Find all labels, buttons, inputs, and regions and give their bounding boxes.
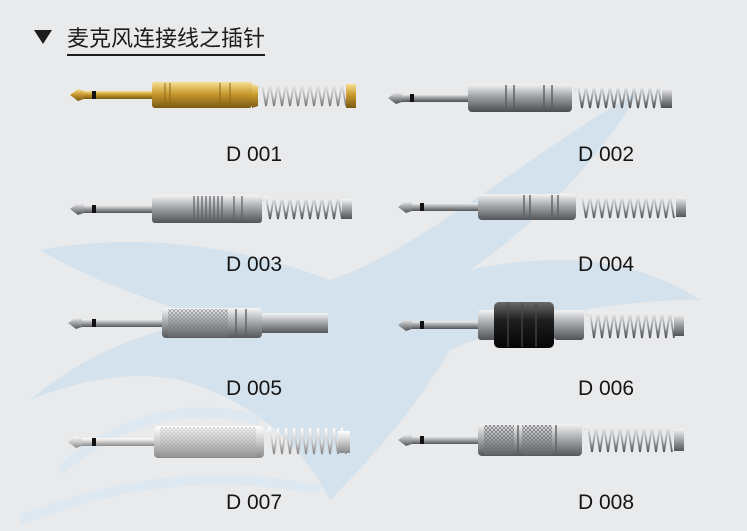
product-code-label: D 003 bbox=[226, 253, 283, 276]
product-code-label: D 008 bbox=[578, 491, 635, 514]
product-code-label: D 005 bbox=[226, 377, 283, 400]
jack-plug-d005-image bbox=[68, 308, 328, 338]
product-code-label: D 006 bbox=[578, 377, 635, 400]
triangle-bullet-icon bbox=[34, 30, 52, 44]
jack-plug-d003-image bbox=[70, 195, 352, 223]
section-heading: 麦克风连接线之插针 bbox=[34, 27, 266, 56]
jack-plug-d002-image bbox=[388, 84, 672, 112]
product-code-label: D 002 bbox=[578, 143, 635, 166]
jack-plug-d008-image bbox=[398, 424, 684, 456]
section-title: 麦克风连接线之插针 bbox=[67, 27, 266, 56]
jack-plug-d001-image bbox=[70, 82, 356, 108]
jack-plug-d004-image bbox=[398, 194, 686, 220]
product-code-label: D 004 bbox=[578, 253, 635, 276]
jack-plug-d007-image bbox=[68, 426, 350, 458]
jack-plug-d006-image bbox=[398, 302, 684, 348]
product-code-label: D 001 bbox=[226, 143, 283, 166]
product-code-label: D 007 bbox=[226, 491, 283, 514]
